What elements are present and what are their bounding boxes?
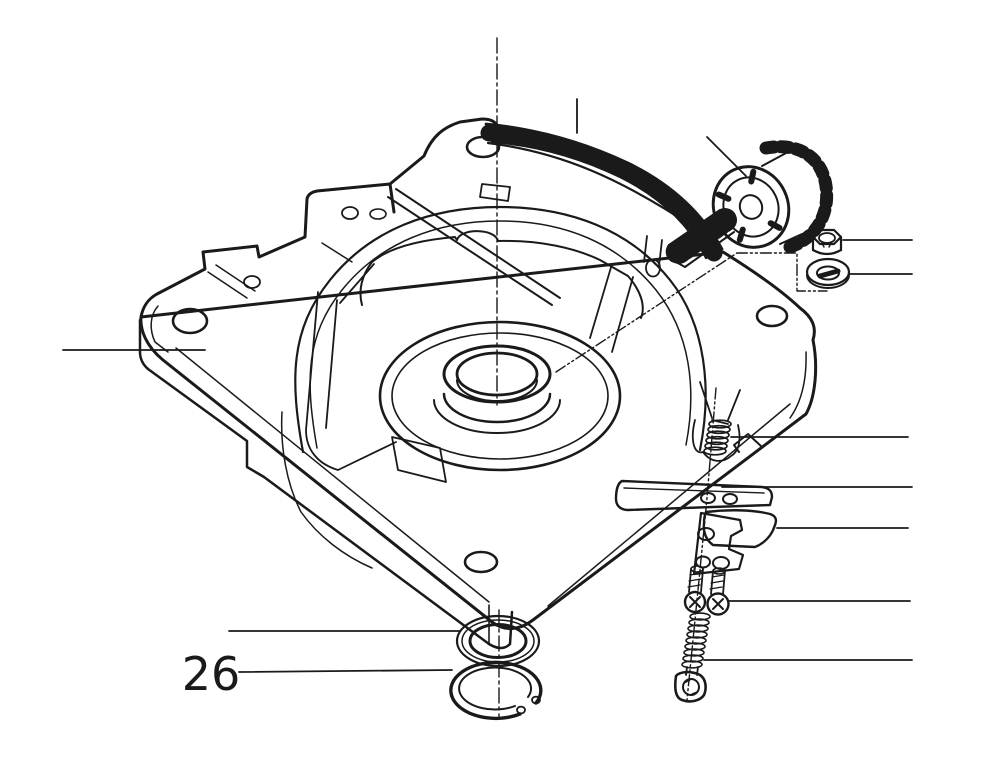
- leader-retaining-ring: [238, 669, 453, 673]
- flat-washer: [455, 614, 541, 668]
- bolt-hole-left: [171, 307, 209, 335]
- detent-spring: [703, 419, 732, 456]
- latch-lever: [692, 509, 778, 576]
- callout-number-26: 26: [182, 647, 241, 701]
- bolt-hole-right: [755, 304, 789, 328]
- clamp-block: [614, 479, 774, 512]
- bolt-hole-front: [463, 550, 499, 574]
- miter-scale: [480, 122, 724, 262]
- bolt-with-spring: [673, 612, 711, 703]
- leader-knob: [706, 136, 747, 177]
- center-boss: [378, 320, 622, 472]
- adjustment-knob: [664, 140, 834, 268]
- pan-head-screws: [683, 565, 730, 616]
- base-casting: [138, 117, 818, 650]
- lock-washer: [805, 257, 851, 289]
- leader-lines: [62, 98, 913, 673]
- retaining-ring: [449, 660, 543, 721]
- hex-nut: [811, 228, 843, 256]
